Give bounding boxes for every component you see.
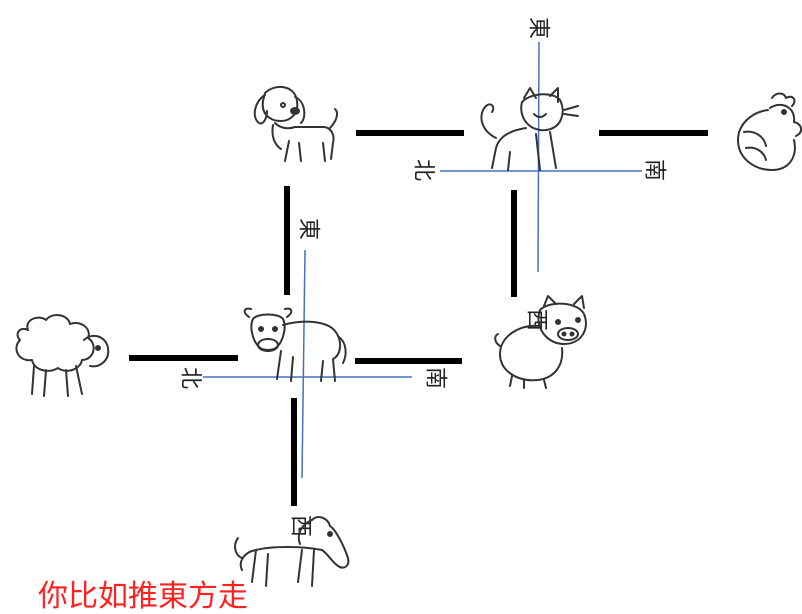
ox-west-label: 西 bbox=[288, 515, 313, 537]
cat-east-label: 東 bbox=[526, 17, 551, 39]
ox-compass-labels: 東 北 南 西 bbox=[178, 218, 448, 537]
caption-text: 你比如推東方走 bbox=[38, 579, 248, 614]
ox-north-label: 北 bbox=[178, 367, 203, 389]
ox-icon bbox=[243, 307, 347, 382]
horse-icon bbox=[234, 516, 350, 587]
cat-compass-labels: 東 北 南 西 bbox=[411, 17, 667, 331]
ox-compass-vertical bbox=[301, 249, 306, 479]
cat-icon bbox=[480, 87, 579, 171]
cat-north-label: 北 bbox=[411, 159, 436, 181]
roads bbox=[129, 130, 708, 506]
pig-icon bbox=[494, 295, 587, 389]
chicken-icon bbox=[737, 92, 802, 171]
compass-lines bbox=[203, 41, 642, 479]
sheep-icon bbox=[15, 314, 110, 397]
ox-east-label: 東 bbox=[296, 218, 321, 240]
dog-icon bbox=[253, 85, 338, 162]
cat-west-label: 西 bbox=[524, 309, 549, 331]
cat-south-label: 南 bbox=[642, 159, 667, 181]
ox-south-label: 南 bbox=[423, 367, 448, 389]
